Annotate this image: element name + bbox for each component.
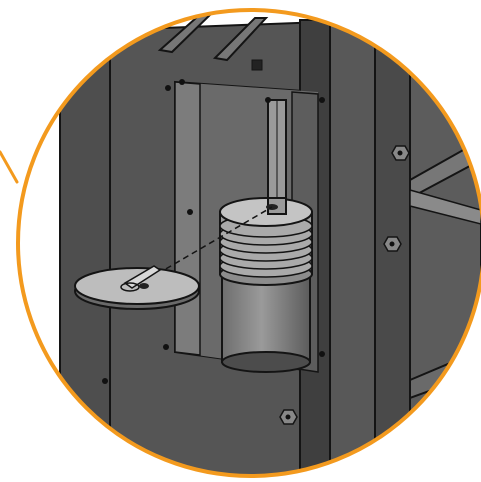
bolt-holes bbox=[102, 79, 325, 384]
selector-plate bbox=[74, 265, 200, 310]
callout-leader-line bbox=[0, 150, 19, 184]
hex-nuts bbox=[279, 145, 410, 425]
weight-stack bbox=[219, 197, 313, 373]
callout-ring bbox=[16, 8, 481, 478]
top-slot bbox=[157, 10, 218, 54]
